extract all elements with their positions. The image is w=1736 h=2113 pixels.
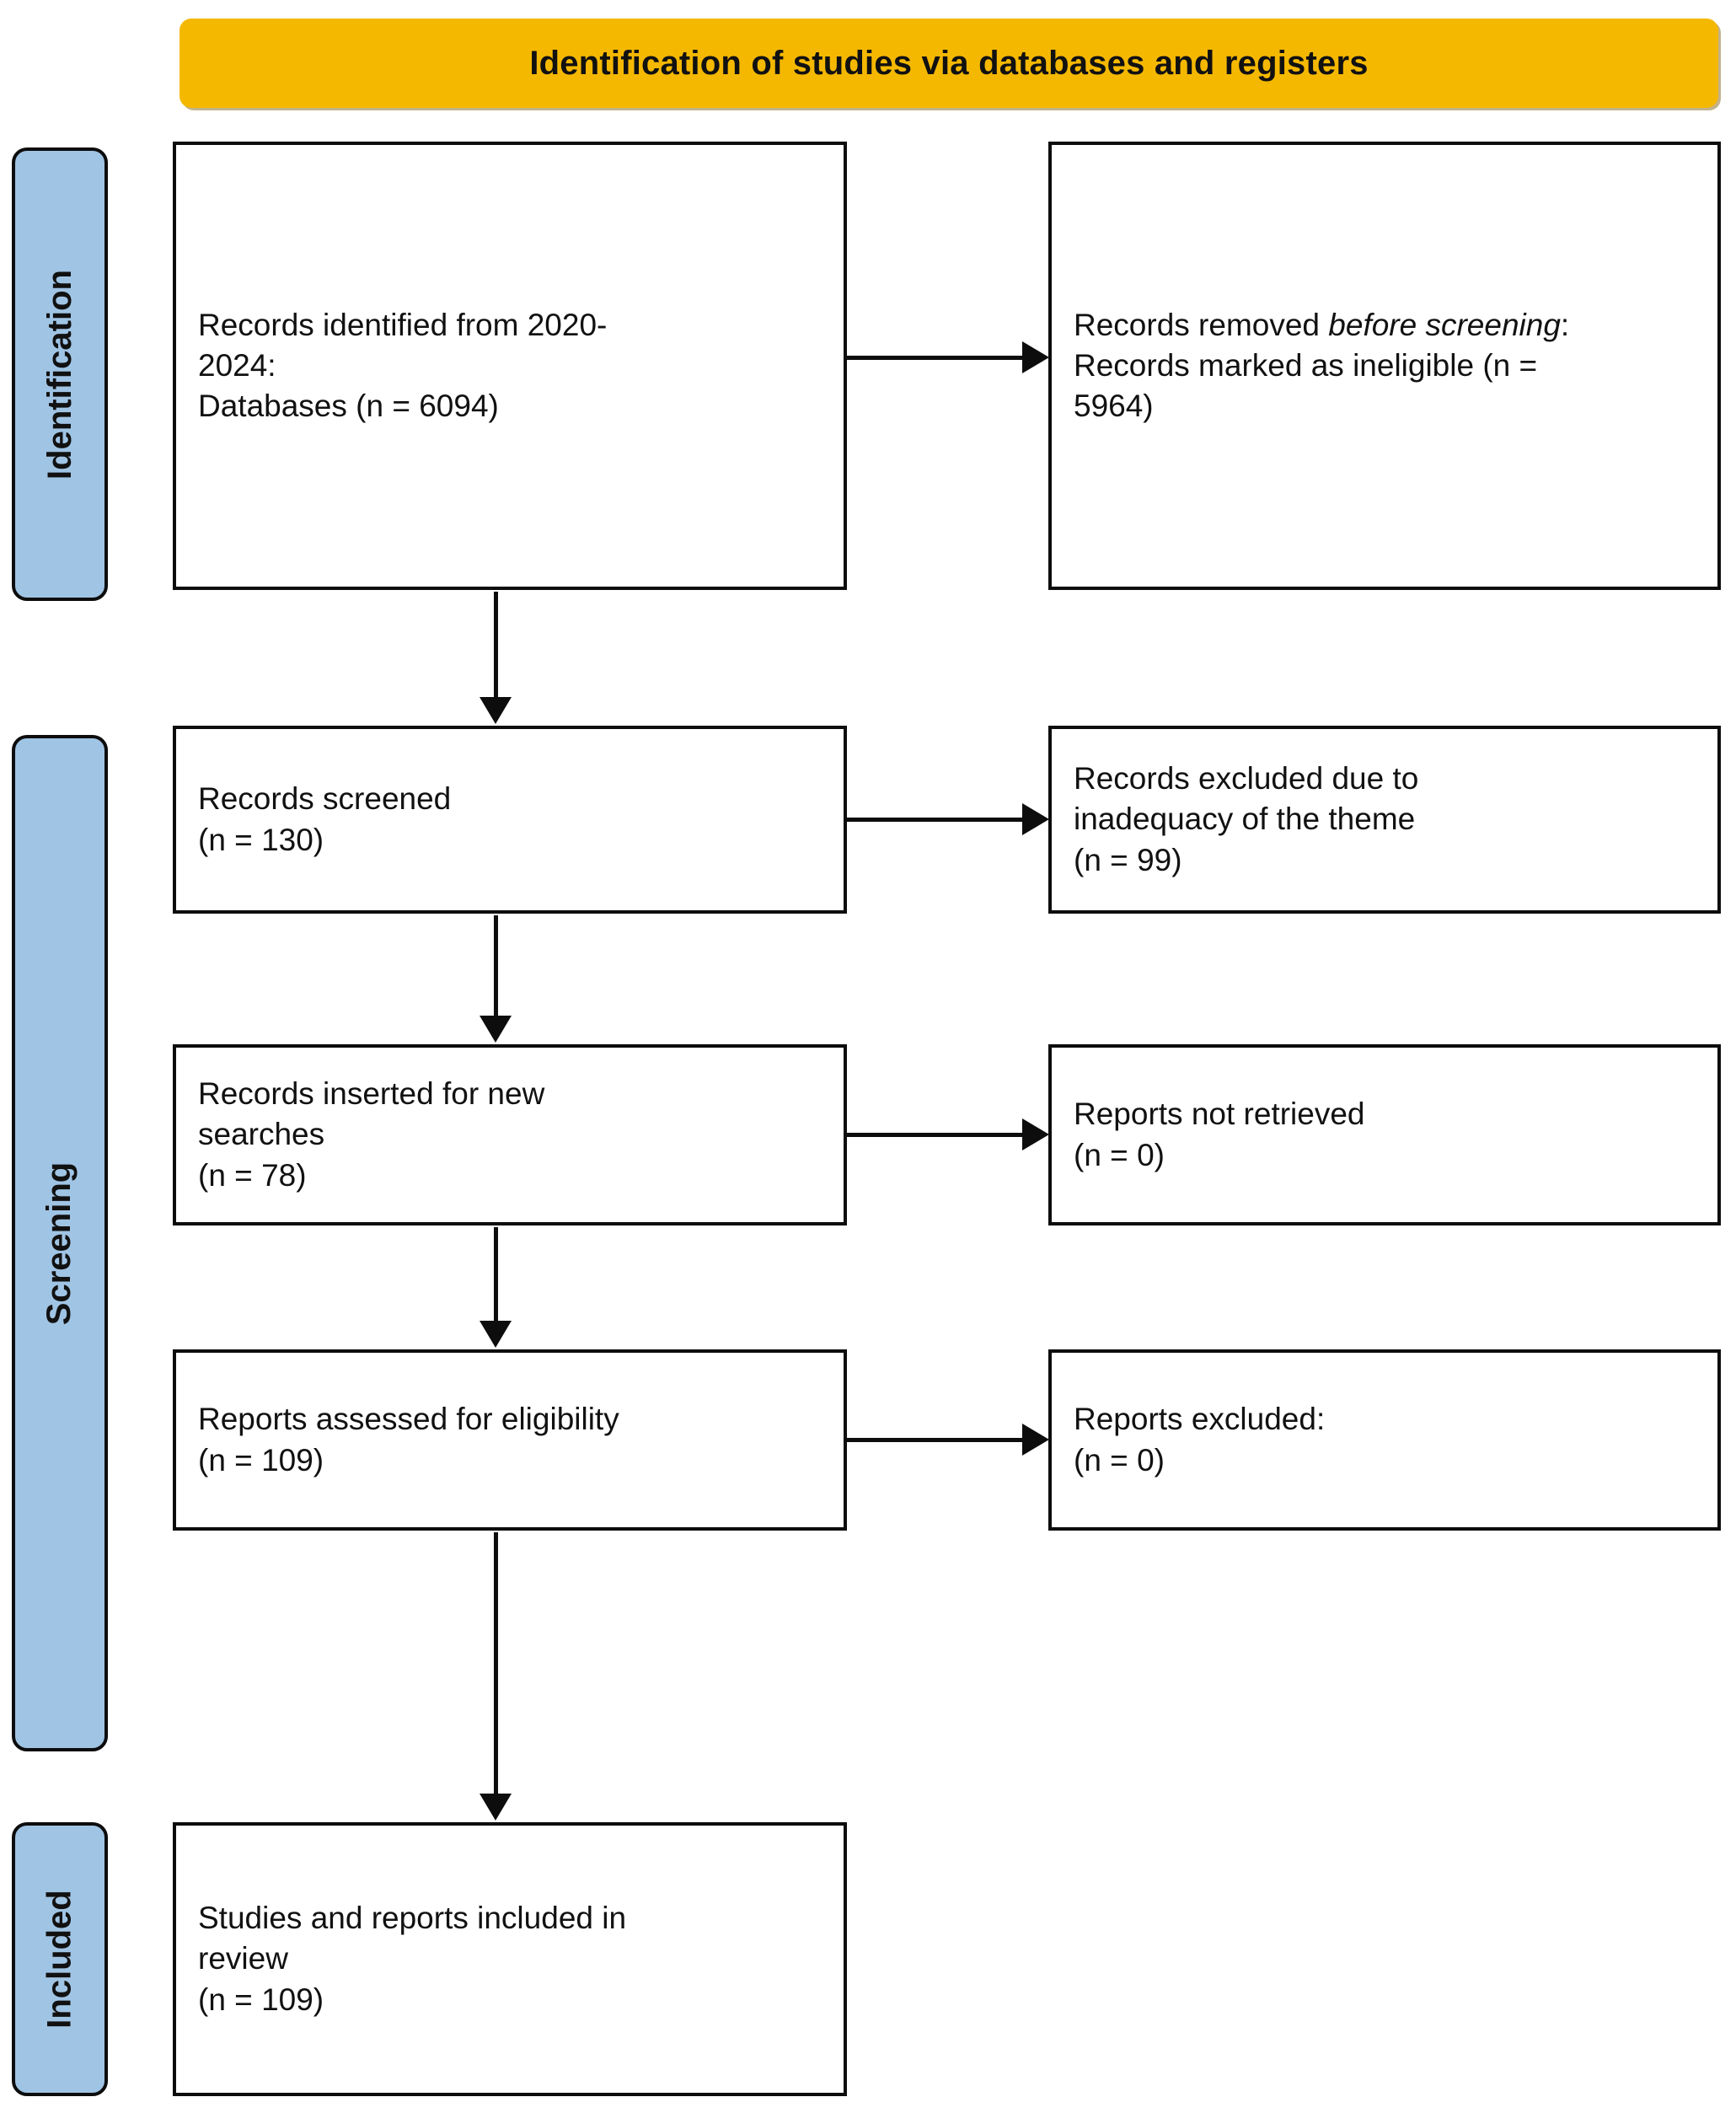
stage-bar-identification: Identification <box>12 147 108 601</box>
arrow-head-right-icon <box>1022 1424 1049 1456</box>
box-studies-included-review: Studies and reports included in review (n … <box>173 1822 847 2096</box>
arrow-shaft <box>493 1532 498 1794</box>
records-identified-line1: Records identified from 2020- <box>198 307 608 342</box>
box-reports-assessed-text: Reports assessed for eligibility (n = 109… <box>198 1399 822 1480</box>
records-removed-prefix: Records removed <box>1074 307 1329 342</box>
arrow-shaft <box>847 817 1028 822</box>
records-inserted-line2: searches <box>198 1117 325 1152</box>
studies-included-line2: review <box>198 1941 288 1976</box>
records-removed-line3: 5964) <box>1074 389 1154 424</box>
box-reports-assessed-eligibility: Reports assessed for eligibility (n = 109… <box>173 1349 847 1531</box>
arrow-shaft <box>493 915 498 1016</box>
stage-bar-included: Included <box>12 1822 108 2096</box>
arrow-inserted-to-not-retrieved <box>847 1118 1049 1151</box>
box-records-excluded-theme: Records excluded due to inadequacy of the… <box>1048 726 1721 914</box>
records-screened-line1: Records screened <box>198 781 452 817</box>
records-excluded-theme-line1: Records excluded due to <box>1074 761 1419 796</box>
arrow-head-down-icon <box>480 697 512 724</box>
records-inserted-line1: Records inserted for new <box>198 1076 545 1112</box>
arrow-head-down-icon <box>480 1016 512 1043</box>
arrow-shaft <box>847 1437 1028 1442</box>
arrow-assessed-to-excluded <box>847 1423 1049 1456</box>
arrow-screened-to-excluded-theme <box>847 802 1049 836</box>
arrow-head-down-icon <box>480 1321 512 1348</box>
studies-included-line3: (n = 109) <box>198 1982 324 2017</box>
reports-not-retrieved-line1: Reports not retrieved <box>1074 1097 1365 1132</box>
box-records-inserted-text: Records inserted for new searches (n = 78) <box>198 1074 822 1195</box>
records-excluded-theme-line3: (n = 99) <box>1074 842 1182 877</box>
box-records-removed-before-screening: Records removed before screening: Records… <box>1048 142 1721 590</box>
arrow-head-right-icon <box>1022 341 1049 373</box>
reports-excluded-line2: (n = 0) <box>1074 1442 1165 1477</box>
records-screened-line2: (n = 130) <box>198 822 324 857</box>
arrow-shaft <box>493 592 498 697</box>
arrow-shaft <box>847 1132 1028 1137</box>
arrow-head-down-icon <box>480 1794 512 1821</box>
records-identified-line3: Databases (n = 6094) <box>198 389 499 424</box>
box-reports-not-retrieved-text: Reports not retrieved (n = 0) <box>1074 1094 1696 1175</box>
arrow-assessed-to-included <box>477 1532 514 1821</box>
arrow-head-right-icon <box>1022 803 1049 835</box>
reports-not-retrieved-line2: (n = 0) <box>1074 1137 1165 1172</box>
arrow-identified-to-removed <box>847 341 1049 374</box>
box-reports-not-retrieved: Reports not retrieved (n = 0) <box>1048 1044 1721 1225</box>
stage-label-identification: Identification <box>40 269 78 480</box>
box-records-screened-text: Records screened (n = 130) <box>198 779 822 860</box>
arrow-inserted-to-assessed <box>477 1227 514 1348</box>
stage-label-screening: Screening <box>40 1161 78 1325</box>
arrow-shaft <box>493 1227 498 1321</box>
stage-label-included: Included <box>40 1890 78 2029</box>
box-reports-excluded: Reports excluded: (n = 0) <box>1048 1349 1721 1531</box>
arrow-head-right-icon <box>1022 1118 1049 1150</box>
studies-included-line1: Studies and reports included in <box>198 1901 627 1936</box>
arrow-screened-to-inserted <box>477 915 514 1043</box>
box-reports-excluded-text: Reports excluded: (n = 0) <box>1074 1399 1696 1480</box>
diagram-title-banner: Identification of studies via databases … <box>179 19 1718 108</box>
box-records-identified: Records identified from 2020- 2024: Databa… <box>173 142 847 590</box>
stage-bar-screening: Screening <box>12 735 108 1751</box>
box-records-excluded-theme-text: Records excluded due to inadequacy of the… <box>1074 759 1696 880</box>
records-removed-line2: Records marked as ineligible (n = <box>1074 347 1538 383</box>
records-identified-line2: 2024: <box>198 347 276 383</box>
arrow-identified-to-screened <box>477 592 514 724</box>
box-records-screened: Records screened (n = 130) <box>173 726 847 914</box>
box-records-removed-text: Records removed before screening: Records… <box>1074 305 1696 426</box>
box-studies-included-text: Studies and reports included in review (n … <box>198 1898 822 2019</box>
records-removed-italic: before screening <box>1328 307 1561 342</box>
records-removed-suffix: : <box>1560 307 1570 342</box>
records-inserted-line3: (n = 78) <box>198 1157 307 1193</box>
records-excluded-theme-line2: inadequacy of the theme <box>1074 802 1416 837</box>
reports-assessed-line1: Reports assessed for eligibility <box>198 1402 619 1437</box>
arrow-shaft <box>847 355 1028 360</box>
diagram-title: Identification of studies via databases … <box>529 44 1369 82</box>
box-records-identified-text: Records identified from 2020- 2024: Databa… <box>198 305 822 426</box>
reports-excluded-line1: Reports excluded: <box>1074 1402 1326 1437</box>
box-records-inserted-new-searches: Records inserted for new searches (n = 78) <box>173 1044 847 1225</box>
reports-assessed-line2: (n = 109) <box>198 1442 324 1477</box>
